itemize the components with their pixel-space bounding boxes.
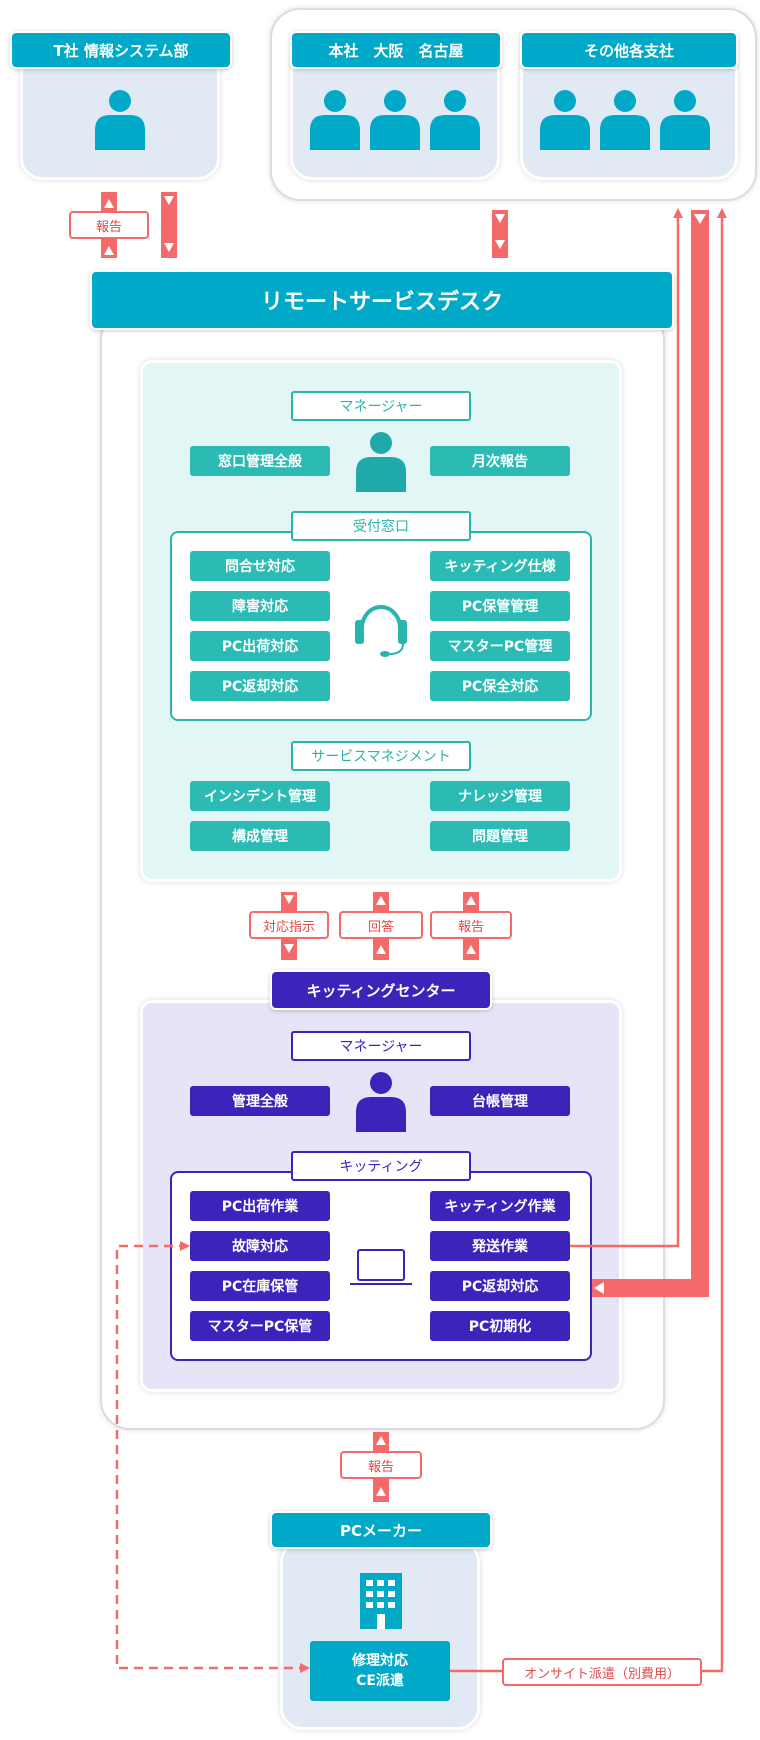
service-right-item: ナレッジ管理	[430, 781, 570, 811]
person-icon	[660, 90, 710, 150]
down-arrow-shaft	[161, 192, 177, 258]
desk-manager-label: マネージャー	[291, 391, 471, 421]
service-right-item: 問題管理	[430, 821, 570, 851]
person-icon	[370, 90, 420, 150]
reception-right-item: キッティング仕様	[430, 551, 570, 581]
person-icon	[430, 90, 480, 150]
person-icon	[310, 90, 360, 150]
kitting-manager-icon	[356, 1072, 406, 1132]
onsite-label: オンサイト派遣（別費用）	[502, 1658, 702, 1686]
service-mgmt-label: サービスマネジメント	[291, 741, 471, 771]
desk-manager-icon	[356, 432, 406, 492]
reception-label: 受付窓口	[291, 511, 471, 541]
instruction-label: 対応指示	[249, 911, 329, 939]
answer-label: 回答	[339, 911, 423, 939]
reception-right-item: PC保全対応	[430, 671, 570, 701]
hq-header: 本社 大阪 名古屋	[290, 31, 502, 69]
person-icon	[600, 90, 650, 150]
desk-manager-left: 窓口管理全般	[190, 446, 330, 476]
person-icon	[540, 90, 590, 150]
hq-down-arrow	[492, 210, 508, 258]
maker-header: PCメーカー	[270, 1511, 492, 1549]
it-dept-header: T社 情報システム部	[10, 31, 232, 69]
kitting-left-item: 故障対応	[190, 1231, 330, 1261]
reception-left-item: PC出荷対応	[190, 631, 330, 661]
reception-left-item: PC返却対応	[190, 671, 330, 701]
kitting-manager-right: 台帳管理	[430, 1086, 570, 1116]
maker-report-label: 報告	[340, 1451, 422, 1479]
service-left-item: 構成管理	[190, 821, 330, 851]
kitting-right-item: 発送作業	[430, 1231, 570, 1261]
kitting-right-item: PC初期化	[430, 1311, 570, 1341]
kitting-report-label: 報告	[430, 911, 512, 939]
kitting-left-item: マスターPC保管	[190, 1311, 330, 1341]
reception-left-item: 障害対応	[190, 591, 330, 621]
kitting-manager-left: 管理全般	[190, 1086, 330, 1116]
onsite-line	[450, 216, 724, 1673]
repair-dashed-line	[115, 1244, 302, 1670]
person-icon	[95, 90, 145, 150]
desk-manager-right: 月次報告	[430, 446, 570, 476]
repair-line-1: 修理対応	[352, 1653, 408, 1669]
service-left-item: インシデント管理	[190, 781, 330, 811]
headset-icon	[355, 605, 407, 657]
kitting-right-item: PC返却対応	[430, 1271, 570, 1301]
kitting-label: キッティング	[291, 1151, 471, 1181]
reception-left-item: 問合せ対応	[190, 551, 330, 581]
repair-box: 修理対応 CE派遣	[310, 1641, 450, 1701]
kitting-right-item: キッティング作業	[430, 1191, 570, 1221]
kitting-header: キッティングセンター	[270, 970, 492, 1010]
building-icon	[360, 1573, 402, 1629]
reception-right-item: PC保管管理	[430, 591, 570, 621]
it-report-label: 報告	[69, 211, 149, 239]
branches-header: その他各支社	[520, 31, 738, 69]
laptop-icon	[350, 1249, 412, 1285]
kitting-left-item: PC出荷作業	[190, 1191, 330, 1221]
repair-line-2: CE派遣	[356, 1673, 404, 1689]
service-desk-header: リモートサービスデスク	[90, 270, 674, 330]
shipping-line	[570, 216, 680, 1248]
kitting-manager-label: マネージャー	[291, 1031, 471, 1061]
return-arrow-horizontal	[592, 1279, 709, 1297]
return-arrow-vertical	[691, 210, 709, 1297]
kitting-left-item: PC在庫保管	[190, 1271, 330, 1301]
reception-right-item: マスターPC管理	[430, 631, 570, 661]
